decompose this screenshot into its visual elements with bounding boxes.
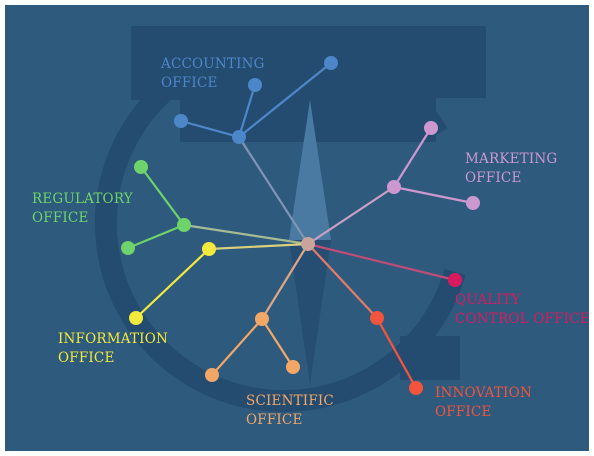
edge-scientific-child — [260, 317, 295, 369]
nodes — [121, 56, 480, 395]
scientific-label-line2: OFFICE — [246, 412, 303, 428]
regulatory-label: REGULATORY OFFICE — [32, 191, 137, 226]
scientific-node — [255, 312, 269, 326]
innovation-label-line1: INNOVATION — [435, 385, 532, 401]
edge-hub-quality — [306, 242, 457, 282]
logo-compass-needle — [289, 100, 331, 385]
marketing-child-node — [424, 121, 438, 135]
scientific-child-node — [205, 368, 219, 382]
innovation-label-line2: OFFICE — [435, 404, 492, 420]
information-label-line1: INFORMATION — [58, 331, 168, 347]
regulatory-label-line1: REGULATORY — [32, 191, 134, 207]
information-label-line2: OFFICE — [58, 350, 115, 366]
connection-lines — [126, 61, 475, 390]
edge-scientific-child — [210, 317, 264, 377]
accounting-node — [232, 130, 246, 144]
innovation-label: INNOVATION OFFICE — [435, 385, 536, 420]
labels: ACCOUNTING OFFICE MARKETING OFFICE REGUL… — [32, 56, 590, 428]
hub-node — [301, 237, 315, 251]
edge-hub-innovation — [306, 242, 379, 320]
accounting-child-node — [174, 114, 188, 128]
edge-hub-regulatory — [182, 223, 310, 246]
accounting-label: ACCOUNTING OFFICE — [160, 56, 269, 91]
edge-hub-marketing — [306, 185, 396, 246]
marketing-child-node — [466, 196, 480, 210]
regulatory-node — [177, 218, 191, 232]
edge-marketing-child — [392, 185, 475, 205]
regulatory-child-node — [121, 241, 135, 255]
regulatory-label-line2: OFFICE — [32, 210, 89, 226]
edge-hub-accounting — [237, 135, 310, 246]
edge-regulatory-child — [139, 165, 186, 227]
edge-accounting-child — [237, 61, 333, 139]
quality-label-line1: QUALITY — [455, 292, 521, 308]
regulatory-child-node — [134, 160, 148, 174]
marketing-label-line1: MARKETING — [465, 151, 557, 167]
logo-ring — [94, 34, 466, 413]
scientific-label-line1: SCIENTIFIC — [246, 393, 334, 409]
edge-accounting-child — [179, 119, 241, 139]
quality-label: QUALITY CONTROL OFFICE — [455, 292, 590, 327]
information-child-node — [129, 311, 143, 325]
scientific-child-node — [286, 360, 300, 374]
information-label: INFORMATION OFFICE — [58, 331, 173, 366]
edge-hub-scientific — [260, 242, 310, 321]
innovation-child-node — [409, 381, 423, 395]
accounting-child-node — [248, 78, 262, 92]
edge-innovation-child — [375, 316, 418, 390]
quality-label-line2: CONTROL OFFICE — [455, 311, 590, 327]
scientific-label: SCIENTIFIC OFFICE — [246, 393, 338, 428]
marketing-label-line2: OFFICE — [465, 170, 522, 186]
accounting-child-node — [324, 56, 338, 70]
edge-regulatory-child — [126, 223, 186, 250]
logo-ring-base — [400, 336, 460, 380]
quality-node — [448, 273, 462, 287]
accounting-label-line1: ACCOUNTING — [160, 56, 265, 72]
marketing-label: MARKETING OFFICE — [465, 151, 562, 186]
edge-information-child — [134, 247, 211, 320]
edge-hub-information — [207, 242, 310, 251]
innovation-node — [370, 311, 384, 325]
marketing-node — [387, 180, 401, 194]
edge-marketing-child — [392, 126, 433, 189]
accounting-label-line2: OFFICE — [161, 75, 218, 91]
information-node — [202, 242, 216, 256]
edge-accounting-child — [237, 83, 257, 139]
background-logo — [94, 26, 486, 413]
